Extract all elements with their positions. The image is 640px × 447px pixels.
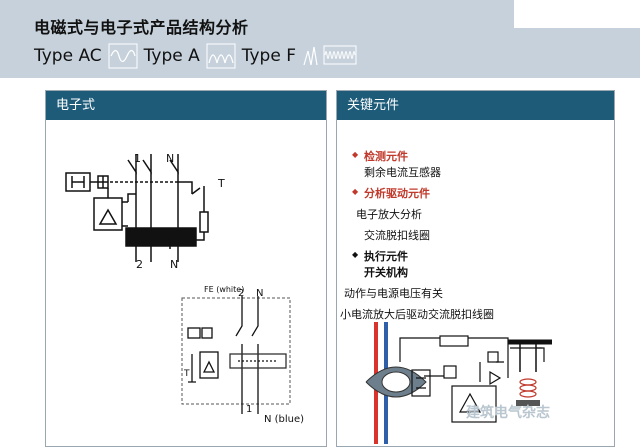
label-2-bottom: 2: [136, 258, 143, 271]
label-n-top-2: N: [256, 288, 263, 299]
rcd-circuit-illustration: [365, 322, 552, 444]
list-item: 动作与电源电压有关: [344, 287, 443, 300]
type-f-label: Type F: [241, 46, 296, 66]
label-n-top: N: [166, 152, 174, 165]
electronic-panel: 电子式: [45, 90, 327, 447]
slide-header: 电磁式与电子式产品结构分析 Type AC Type A Type F: [0, 0, 640, 78]
label-1-top: 1: [134, 152, 141, 165]
electronic-rcd-schematic: 1 N 2 N T: [65, 152, 225, 271]
list-item: 交流脱扣线圈: [364, 229, 430, 242]
label-1-bottom: 1: [246, 404, 252, 415]
label-t-2: T: [183, 369, 190, 379]
label-2-top: 2: [238, 288, 244, 299]
label-fe-white: FE (white): [204, 285, 244, 294]
electronic-panel-title: 电子式: [46, 91, 326, 120]
list-item: 电子放大分析: [356, 208, 422, 221]
bullet-icon: ◆: [352, 250, 359, 259]
pulsating-dc-wave-icon: [206, 43, 236, 69]
list-item: 剩余电流互感器: [364, 166, 441, 179]
label-t: T: [217, 177, 225, 190]
bullet-icon: ◆: [352, 187, 359, 196]
slide-title: 电磁式与电子式产品结构分析: [34, 18, 249, 37]
bullet-icon: ◆: [352, 150, 359, 159]
ac-wave-icon: [108, 43, 138, 69]
type-row: Type AC Type A Type F: [34, 42, 358, 70]
rcd-wiring-schematic: FE (white) 2 N 1 N (blue) T: [181, 285, 304, 424]
list-item: 开关机构: [364, 266, 408, 279]
mixed-frequency-wave-icon: [303, 45, 357, 66]
type-ac-label: Type AC: [34, 46, 102, 66]
label-n-bottom: N: [170, 258, 178, 271]
label-n-blue: N (blue): [264, 414, 304, 424]
list-item: 分析驱动元件: [364, 187, 430, 200]
list-item: 检测元件: [364, 150, 408, 163]
watermark: 建筑电气杂志: [466, 405, 550, 421]
type-a-label: Type A: [143, 46, 200, 66]
list-item: 小电流放大后驱动交流脱扣线圈: [340, 308, 494, 321]
list-item: 执行元件: [364, 250, 408, 263]
key-components-panel-title: 关键元件: [337, 91, 614, 120]
header-white-box: [514, 0, 640, 28]
